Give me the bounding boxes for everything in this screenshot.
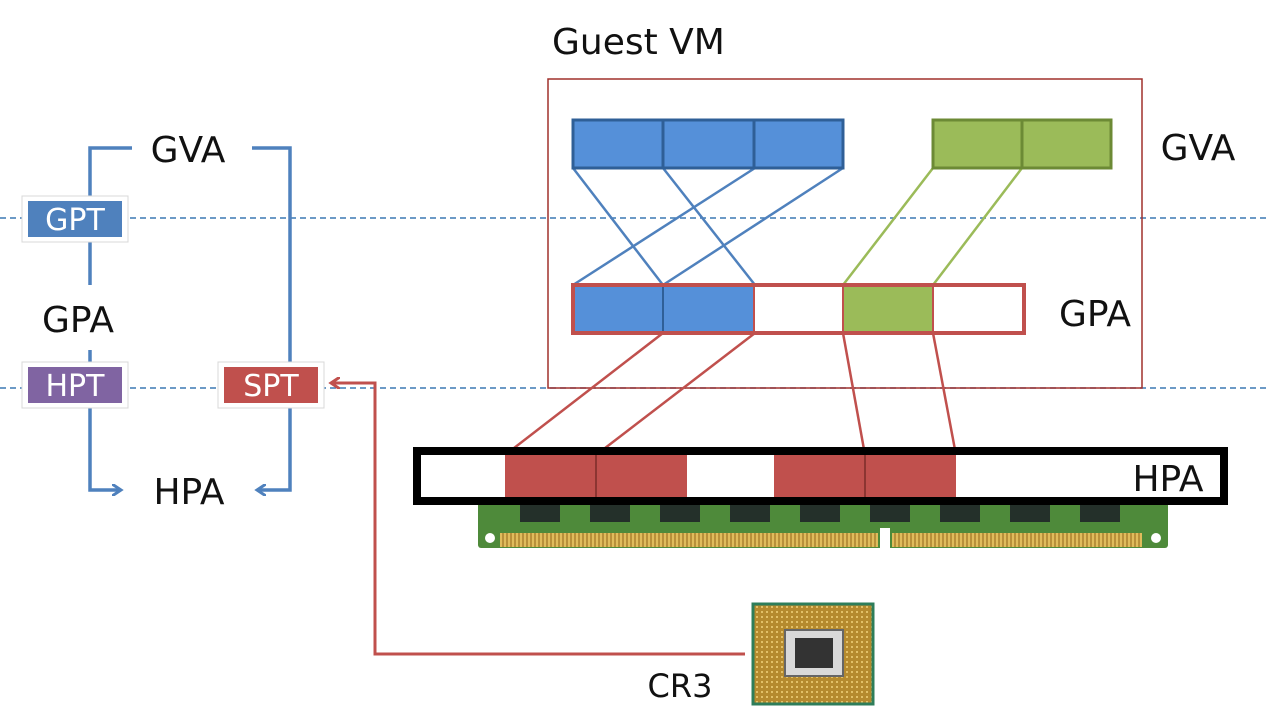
shadow-path-line [252, 146, 292, 490]
right-gva-label: GVA [1161, 128, 1236, 169]
gpa-pages [571, 283, 1026, 335]
cr3-arrow-line [332, 383, 745, 656]
gva-to-gpa-mapping-lines [572, 166, 1023, 287]
spt-box: SPT [217, 361, 325, 409]
hpt-label: HPT [46, 369, 106, 404]
left-gva-label: GVA [151, 130, 226, 171]
gpa-to-hpa-mapping-lines [504, 332, 958, 456]
left-gpa-label: GPA [42, 300, 114, 341]
cr3-label: CR3 [648, 667, 713, 705]
gva-blue-pages [571, 118, 845, 170]
gpt-label: GPT [45, 203, 105, 238]
right-hpa-label: HPA [1132, 459, 1203, 500]
left-hpa-label: HPA [153, 472, 224, 513]
gva-green-pages [931, 118, 1113, 170]
guest-vm-title: Guest VM [552, 22, 725, 63]
guest-vm-frame [547, 78, 1143, 389]
spt-label: SPT [243, 369, 299, 404]
left-translation-flow: GVA GPA HPA GPT HPT SPT [21, 130, 325, 513]
cpu-chip-icon [751, 602, 875, 706]
hpt-box: HPT [21, 361, 129, 409]
hpa-pages [413, 447, 1228, 505]
gpt-box: GPT [21, 195, 129, 243]
right-gpa-label: GPA [1059, 294, 1131, 335]
